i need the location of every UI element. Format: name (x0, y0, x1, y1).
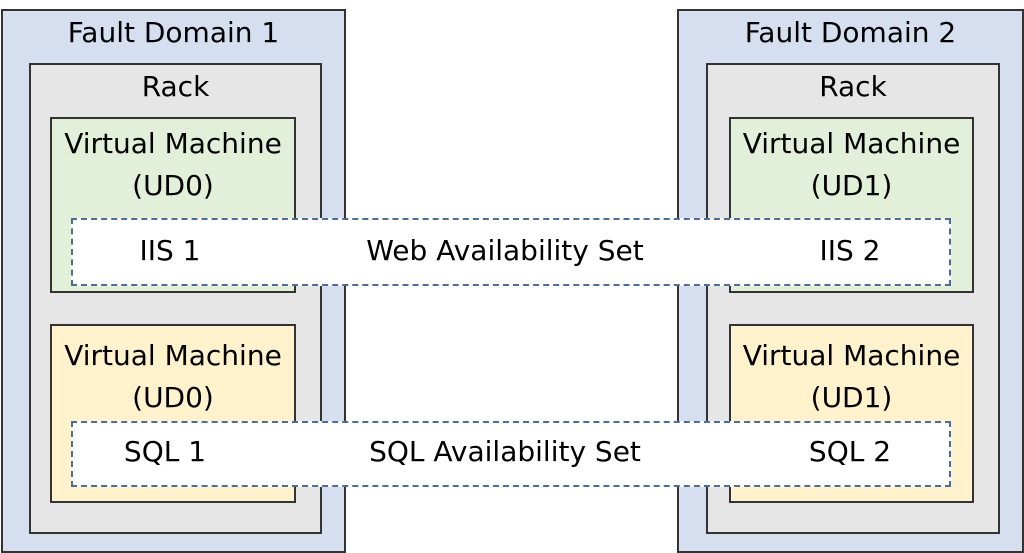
vm-sql-1-update-domain: (UD0) (132, 381, 214, 414)
vm-sql-2-update-domain: (UD1) (810, 381, 893, 414)
vm-web-2-title: Virtual Machine (742, 127, 961, 160)
sql-2-label: SQL 2 (808, 435, 892, 468)
sql-1-label: SQL 1 (123, 435, 207, 468)
vm-sql-1-title: Virtual Machine (64, 339, 282, 372)
sql-availability-set (71, 421, 951, 487)
fault-domain-1-title: Fault Domain 1 (67, 16, 280, 49)
vm-web-1-title: Virtual Machine (64, 127, 282, 160)
iis-2-label: IIS 2 (819, 234, 881, 267)
sql-availability-set-title: SQL Availability Set (369, 435, 641, 468)
web-availability-set (71, 218, 951, 286)
vm-sql-2-title: Virtual Machine (742, 339, 961, 372)
rack-1-title: Rack (141, 70, 210, 103)
rack-2-title: Rack (819, 70, 887, 103)
vm-web-2-update-domain: (UD1) (810, 169, 893, 202)
vm-web-1-update-domain: (UD0) (132, 169, 214, 202)
fault-domain-2-title: Fault Domain 2 (744, 16, 957, 49)
web-availability-set-title: Web Availability Set (366, 234, 644, 267)
iis-1-label: IIS 1 (139, 234, 201, 267)
